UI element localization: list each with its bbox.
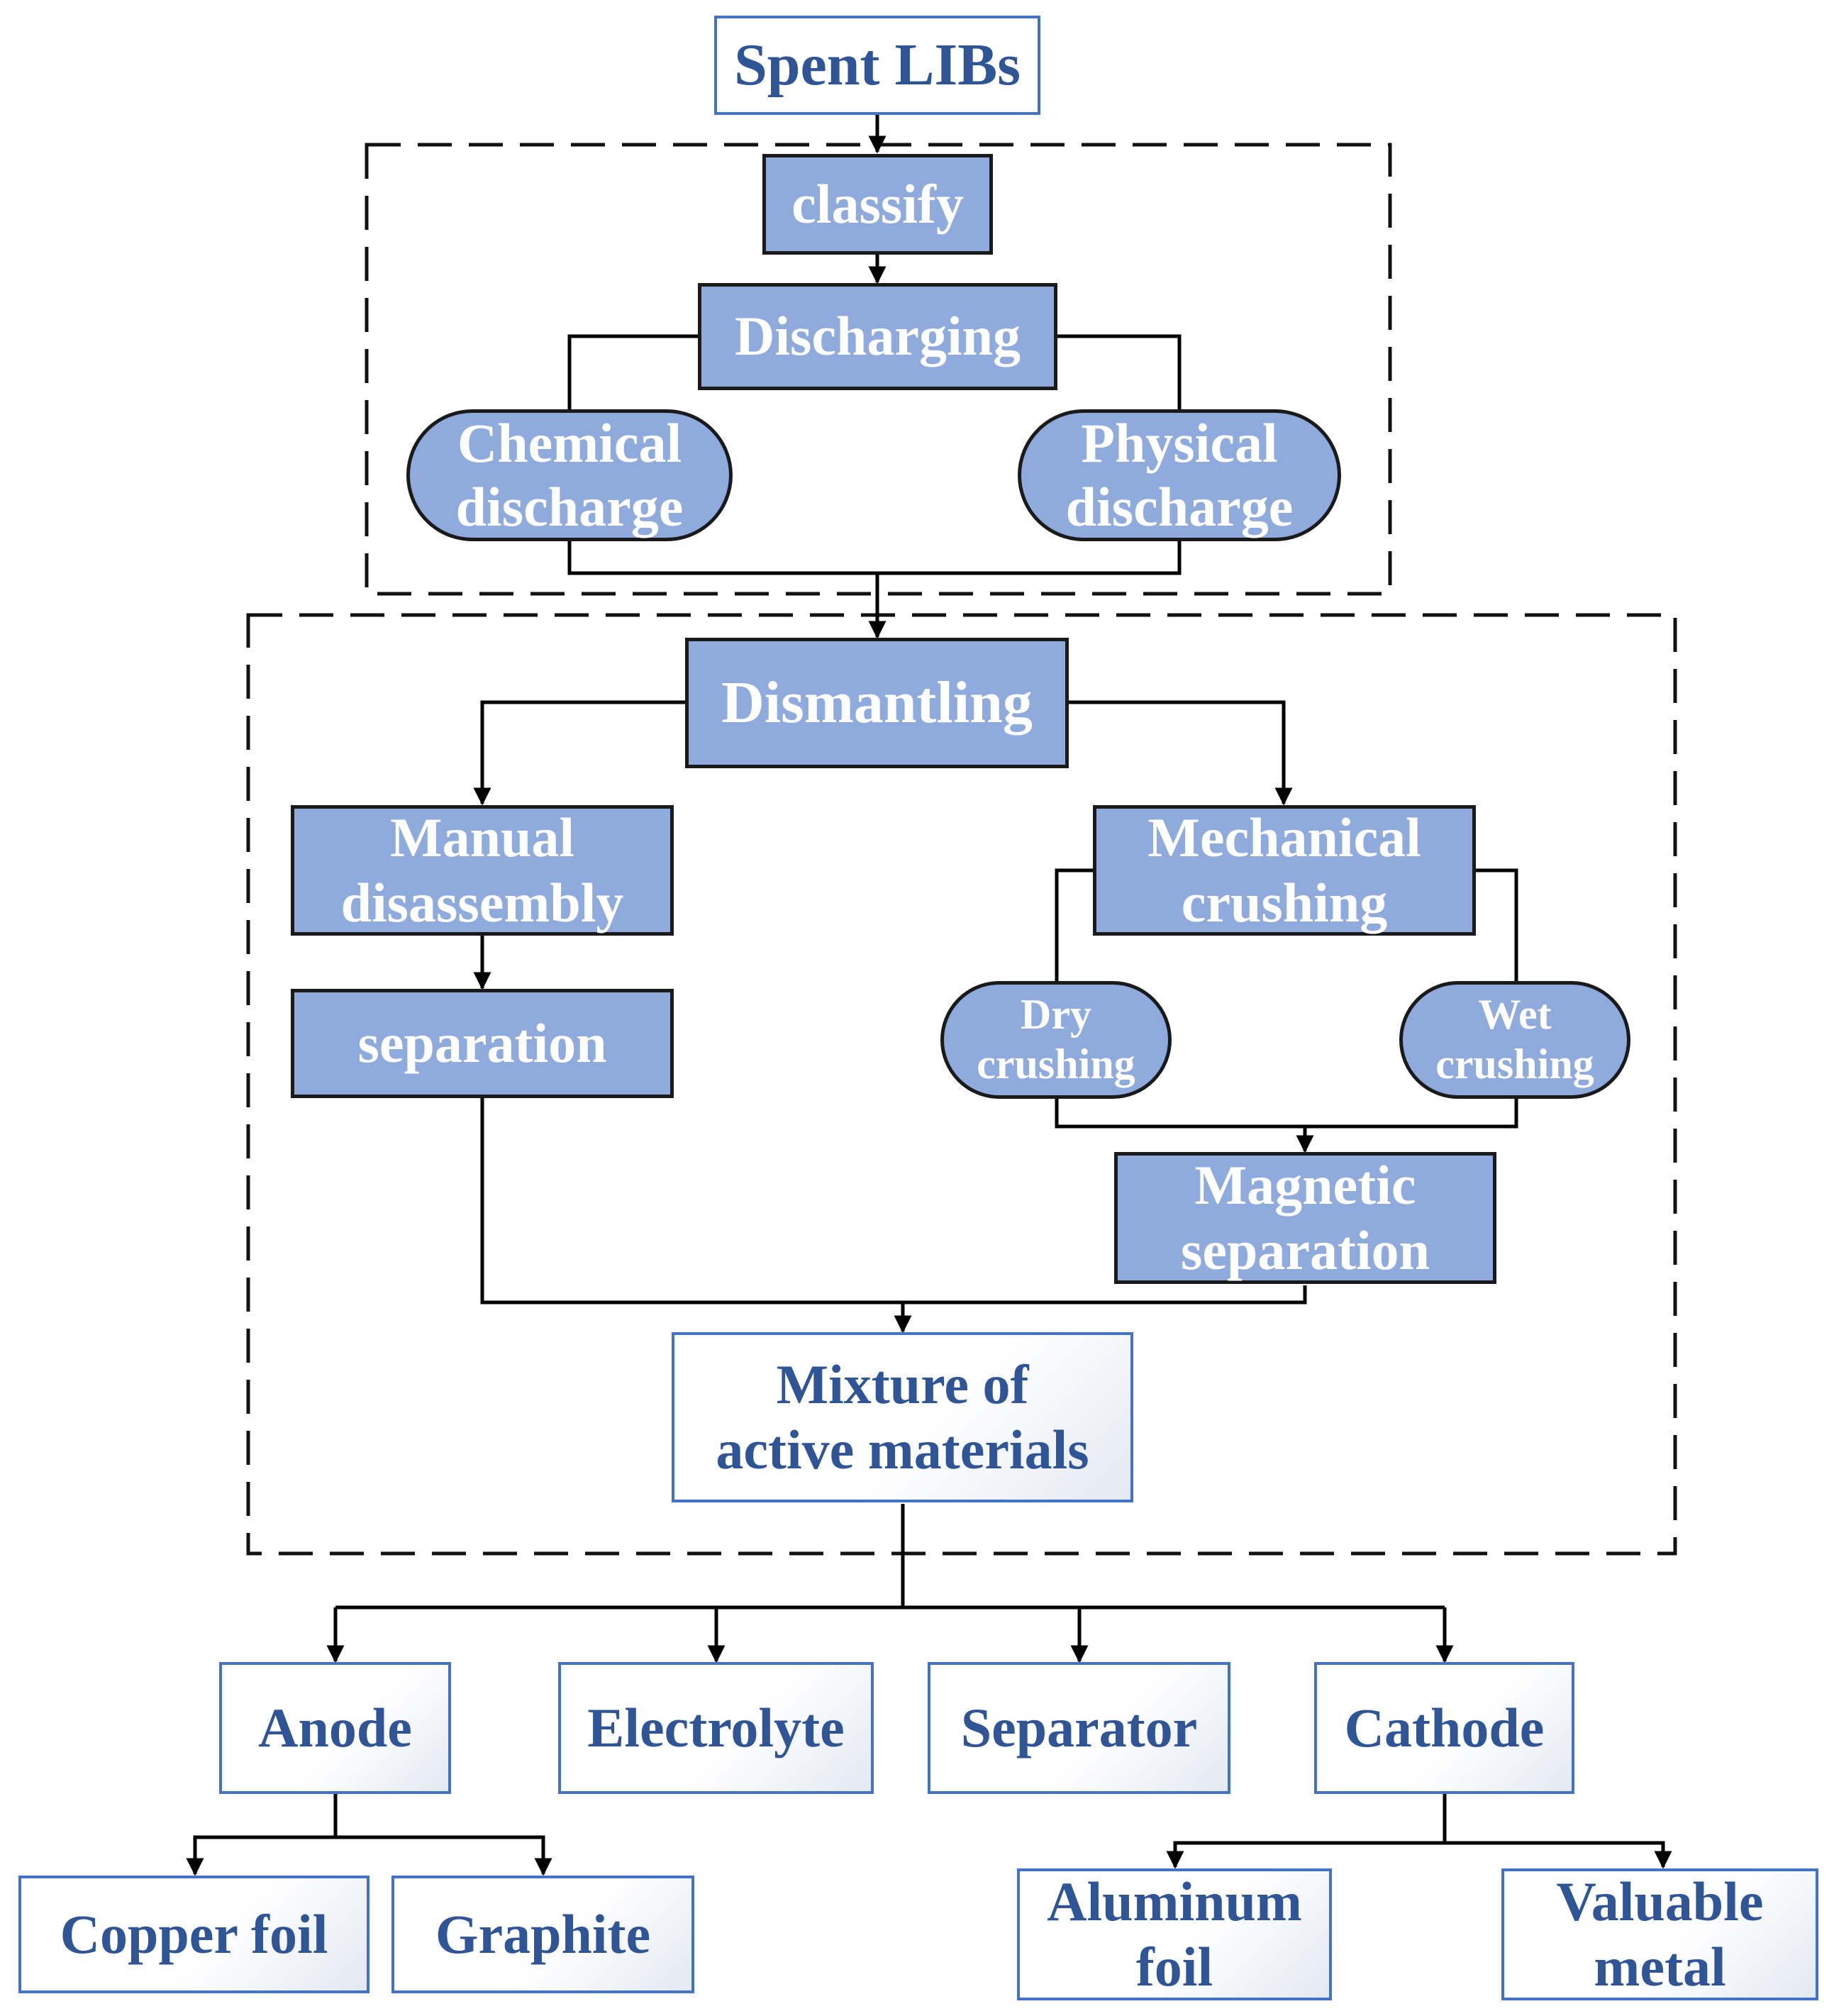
electrolyte-box: Electrolyte [558, 1662, 874, 1794]
connector-dismantling-manual [473, 700, 686, 806]
magnetic-separation-box: Magnetic separation [1114, 1152, 1496, 1284]
spent-libs-box: Spent LIBs [714, 16, 1040, 115]
anode-box: Anode [219, 1662, 451, 1794]
connector-chemical-merge [567, 541, 1182, 575]
connector-anode-copper [186, 1835, 335, 1876]
connector-crushing-merge [1055, 1098, 1518, 1129]
connector-mechanical-dry [1055, 868, 1094, 982]
connector-mechanical-wet [1475, 868, 1518, 982]
copper-foil-box: Copper foil [18, 1876, 369, 1993]
separator-box: Separator [928, 1662, 1230, 1794]
wet-crushing-pill: Wet crushing [1399, 981, 1630, 1099]
aluminum-foil-box: Aluminum foil [1017, 1868, 1332, 2000]
manual-disassembly-box: Manual disassembly [291, 805, 674, 936]
cathode-box: Cathode [1314, 1662, 1574, 1794]
mechanical-crushing-box: Mechanical crushing [1093, 805, 1476, 936]
physical-discharge-pill: Physical discharge [1018, 409, 1341, 541]
connector-discharging-physical [1057, 334, 1182, 411]
connector-dismantling-mechanical [1068, 700, 1293, 806]
dismantling-stage-frame [246, 613, 1677, 1556]
chemical-discharge-pill: Chemical discharge [406, 409, 733, 541]
dry-crushing-pill: Dry crushing [940, 981, 1172, 1099]
connector-separation-mixture [480, 1098, 1307, 1305]
classify-box: classify [762, 154, 993, 255]
mixture-box: Mixture of active materials [672, 1332, 1133, 1502]
discharging-box: Discharging [698, 283, 1057, 390]
connector-discharging-chemical [567, 334, 699, 411]
graphite-box: Graphite [391, 1876, 694, 1993]
separation-box: separation [291, 989, 674, 1098]
dismantling-box: Dismantling [685, 638, 1069, 768]
valuable-metal-box: Valuable metal [1501, 1868, 1818, 2000]
connector-cathode-metal [1445, 1841, 1672, 1869]
connector-anode-graphite [335, 1835, 552, 1876]
connector-cathode-aluminum [1166, 1841, 1445, 1869]
